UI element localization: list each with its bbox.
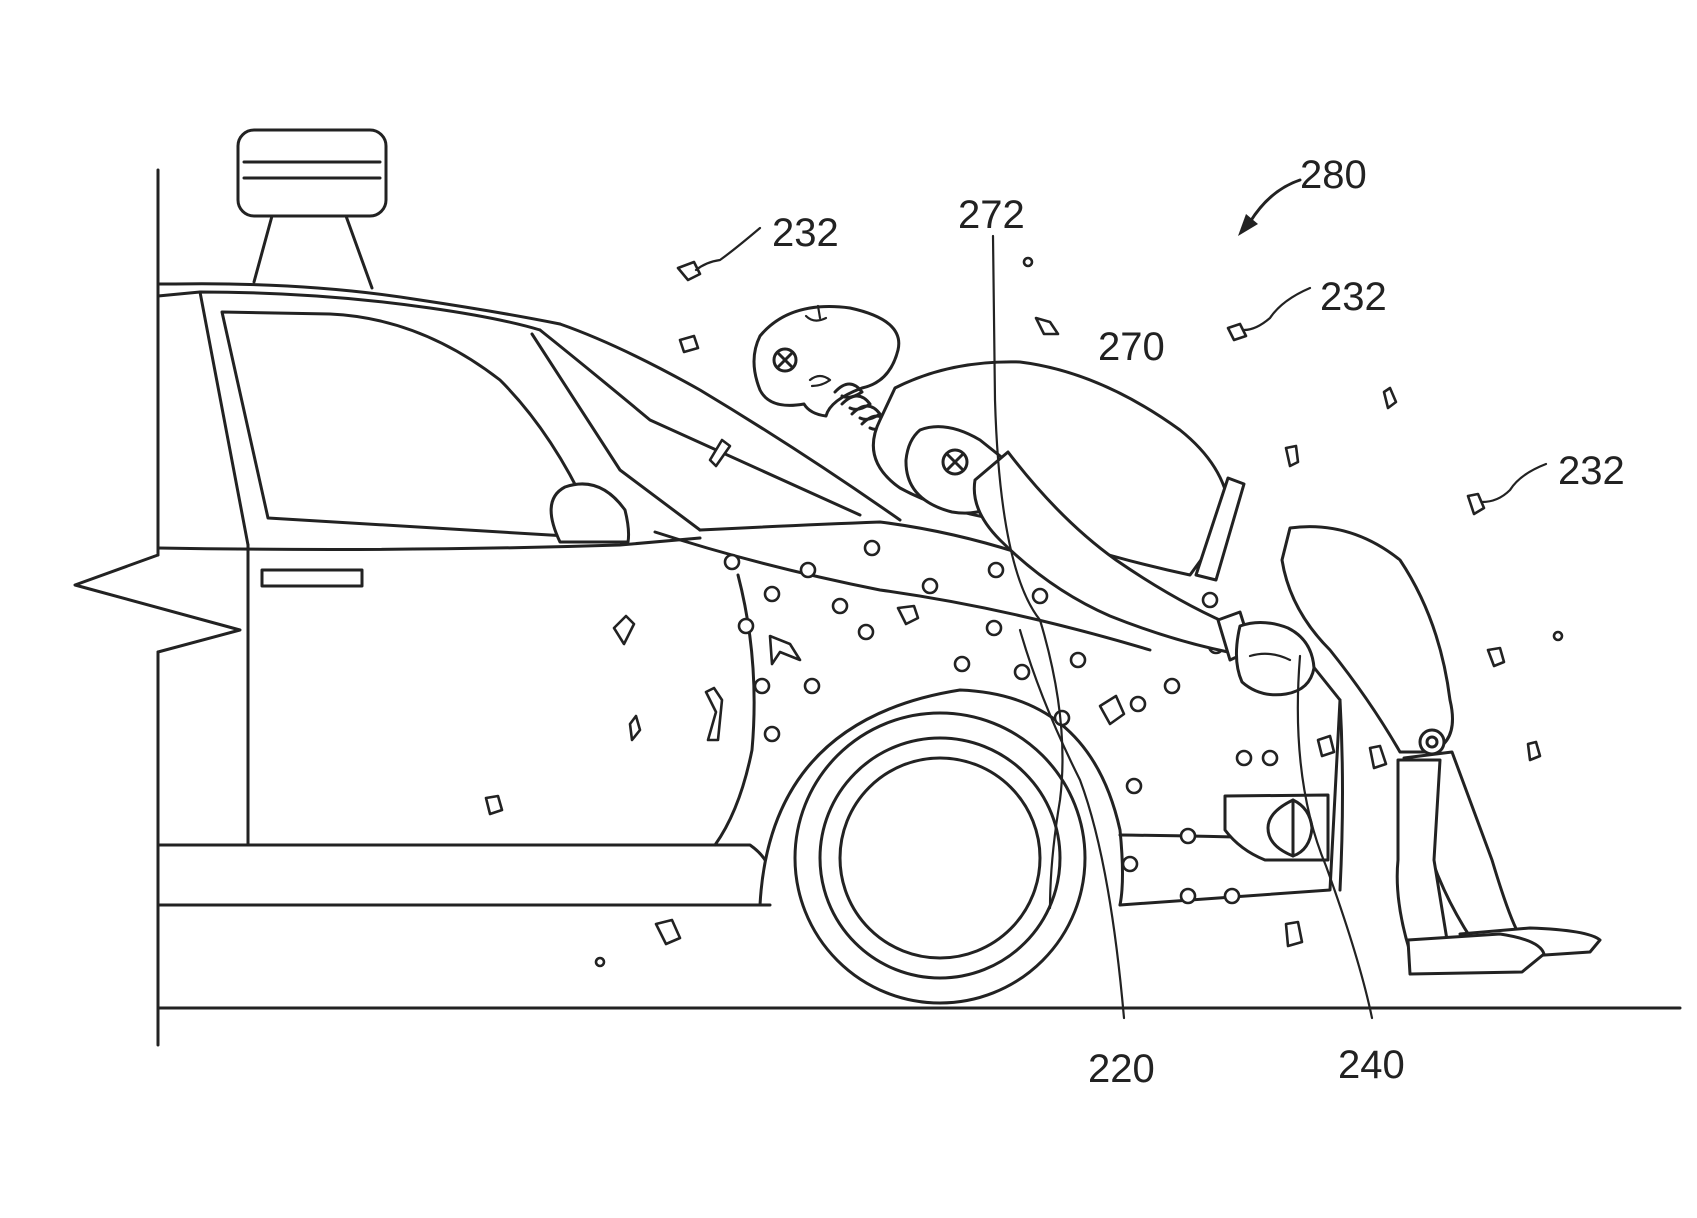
reference-labels: 280 272 270 232 232 232 220 240 (772, 153, 1625, 1091)
break-line (73, 168, 242, 1047)
ref-label-220: 220 (1088, 1047, 1155, 1091)
ref-label-232-far-right: 232 (1558, 449, 1625, 493)
front-wheel (793, 711, 1087, 1005)
ref-label-232-top: 232 (772, 211, 839, 255)
roof-sensor (236, 128, 388, 290)
pedestrian (752, 304, 1602, 976)
ref-label-240: 240 (1338, 1043, 1405, 1087)
ref-label-232-right: 232 (1320, 275, 1387, 319)
ref-label-270: 270 (1098, 325, 1165, 369)
leader-lines (694, 178, 1548, 1020)
ref-label-272: 272 (958, 193, 1025, 237)
car-body (156, 282, 1344, 907)
ref-label-280: 280 (1300, 153, 1367, 197)
adhesive-dots (594, 256, 1564, 968)
debris-particles (484, 260, 1542, 948)
